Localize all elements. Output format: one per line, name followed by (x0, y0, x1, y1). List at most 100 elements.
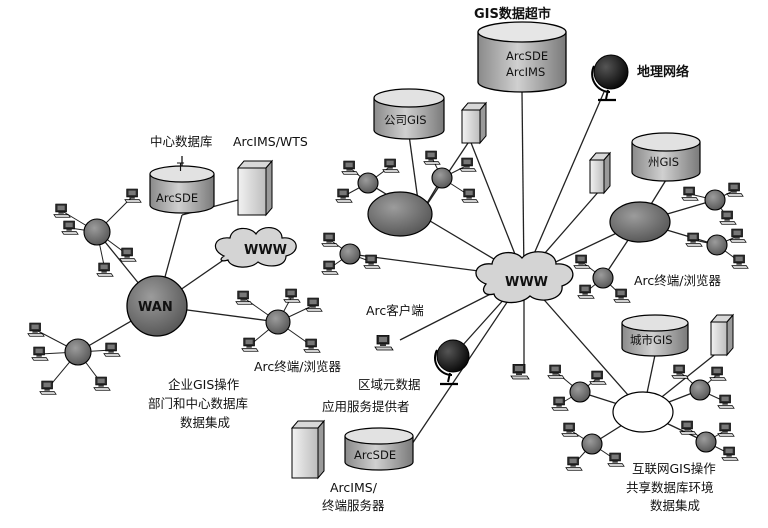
arcims-terminal-label-1: ArcIMS/ (330, 480, 378, 495)
wan-label: WAN (138, 300, 173, 315)
workstation-icon (551, 396, 569, 411)
market-db-label-1: ArcSDE (506, 49, 548, 63)
workstation-icon (335, 188, 353, 203)
state-gis-database: 州GIS (631, 132, 701, 182)
central-database: T ArcSDE (149, 160, 215, 214)
company-gis-database: 公司GIS (373, 88, 445, 140)
city-gis-database: 城市GIS (621, 314, 689, 357)
network-hubs (64, 167, 728, 455)
state-gis-label: 州GIS (648, 155, 679, 169)
regional-caption-2: 应用服务提供者 (322, 399, 410, 414)
workstation-icon (305, 297, 323, 312)
workstation-icon (573, 254, 591, 269)
network-hub-icon (592, 267, 614, 289)
workstation-icon (27, 322, 45, 337)
www-cloud-main-label: WWW (505, 275, 548, 290)
regional-metadata-globe-icon (434, 339, 470, 386)
workstation-icon (565, 456, 583, 471)
workstation-icon (719, 210, 737, 225)
arc-terminal-right-label: Arc终端/浏览器 (634, 273, 721, 288)
network-hub-icon (704, 189, 726, 211)
company-gis-server (460, 101, 488, 145)
company-gis-label: 公司GIS (384, 113, 427, 127)
workstation-icon (235, 290, 253, 305)
gis-market-database: ArcSDE ArcIMS (477, 21, 567, 93)
asp-server (290, 419, 326, 480)
workstation-icon (321, 232, 339, 247)
workstation-icon (726, 182, 744, 197)
network-hub-icon (612, 391, 674, 433)
city-gis-server (709, 313, 735, 357)
workstation-icon (459, 157, 477, 172)
svg-text:T: T (176, 160, 185, 174)
network-hub-icon (569, 381, 591, 403)
workstation-icon (61, 220, 79, 235)
workstation-icon (589, 370, 607, 385)
workstation-icon (679, 420, 697, 435)
backbone-link (521, 91, 525, 278)
workstation-icon (717, 394, 735, 409)
workstation-icon (374, 335, 394, 351)
network-hub-icon (609, 201, 671, 243)
backbone-link (523, 91, 605, 278)
workstation-icon (39, 380, 57, 395)
network-hub-icon (706, 234, 728, 256)
workstation-icon (607, 452, 625, 467)
network-hub-icon (357, 172, 379, 194)
asp-arcsde-label: ArcSDE (354, 448, 396, 462)
arcims-wts-server (236, 159, 274, 217)
workstation-icon (671, 364, 689, 379)
regional-caption-1: 区域元数据 (358, 377, 421, 392)
wan-hub: WAN (126, 275, 188, 337)
workstation-icon (382, 158, 400, 173)
workstation-icon (423, 150, 441, 165)
geo-network-globe-icon (591, 54, 629, 102)
internet-caption-1: 互联网GIS操作 (632, 461, 716, 476)
www-cloud-small: WWW (214, 227, 297, 268)
workstation-icon (547, 364, 565, 379)
market-db-label-2: ArcIMS (506, 65, 545, 79)
network-hub-icon (265, 309, 291, 335)
workstation-icon (717, 422, 735, 437)
workstation-icon (681, 186, 699, 201)
workstation-icon (561, 422, 579, 437)
central-db-label: 中心数据库 (150, 134, 213, 149)
workstation-icon (124, 188, 142, 203)
arc-client-label: Arc客户端 (366, 303, 424, 318)
workstation-icon (510, 364, 530, 380)
network-hub-icon (367, 191, 433, 237)
network-hub-icon (581, 433, 603, 455)
workstation-icon (96, 262, 114, 277)
arcims-terminal-label-2: 终端服务器 (322, 498, 385, 513)
workstation-icon (709, 366, 727, 381)
network-hub-icon (339, 243, 361, 265)
internet-caption-2: 共享数据库环境 (626, 480, 714, 495)
workstation-icon (363, 254, 381, 269)
workstation-icon (53, 203, 71, 218)
workstation-icon (461, 188, 479, 203)
workstation-icon (119, 247, 137, 262)
state-gis-server (588, 151, 612, 195)
enterprise-caption-3: 数据集成 (180, 415, 230, 430)
backbone-link (465, 129, 525, 278)
www-cloud-small-label: WWW (244, 243, 287, 258)
central-db-arcsde-label: ArcSDE (156, 191, 198, 205)
geo-network-label: 地理网络 (637, 64, 689, 80)
enterprise-caption-1: 企业GIS操作 (168, 377, 240, 392)
arc-terminal-left-label: Arc终端/浏览器 (254, 359, 341, 374)
arcims-wts-label: ArcIMS/WTS (233, 134, 308, 149)
network-hub-icon (695, 431, 717, 453)
workstation-icon (321, 260, 339, 275)
workstation-icon (283, 288, 301, 303)
network-hub-icon (431, 167, 453, 189)
workstation-icon (721, 446, 739, 461)
workstation-icon (729, 228, 747, 243)
gis-market-title: GIS数据超市 (474, 6, 551, 22)
enterprise-caption-2: 部门和中心数据库 (148, 396, 248, 411)
asp-database: ArcSDE (344, 427, 414, 471)
www-cloud-main: WWW (475, 251, 574, 304)
workstation-icon (731, 254, 749, 269)
network-hub-icon (64, 338, 92, 366)
